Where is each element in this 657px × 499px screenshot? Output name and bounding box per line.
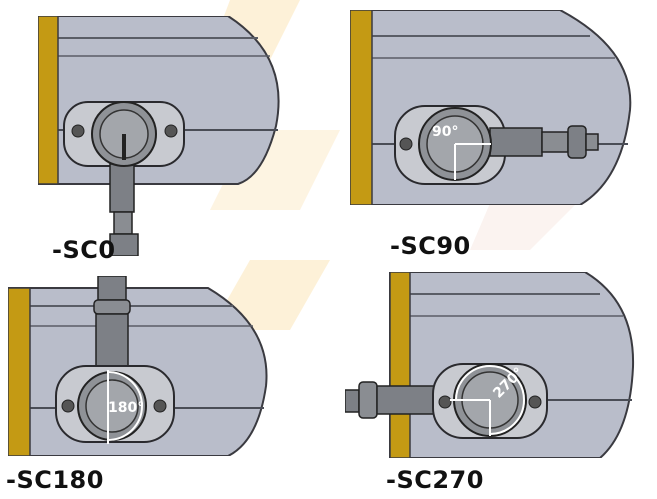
- housing-drawing-sc180: 180°: [8, 276, 268, 456]
- angle-label-sc180: 180°: [108, 400, 144, 416]
- variant-label-sc0: -SC0: [52, 236, 116, 264]
- variant-label-sc90: -SC90: [390, 232, 471, 260]
- variant-label-sc180: -SC180: [6, 466, 104, 494]
- product-view-sc0: [38, 16, 290, 256]
- product-view-sc180: 180°: [8, 276, 282, 456]
- housing-drawing-sc0: [38, 16, 280, 256]
- angle-label-sc90: 90°: [432, 124, 458, 140]
- product-view-sc90: 90°: [350, 10, 635, 205]
- housing-drawing-sc270: 270°: [345, 272, 635, 458]
- product-view-sc270: 270°: [345, 272, 635, 458]
- variant-label-sc270: -SC270: [386, 466, 484, 494]
- housing-drawing-sc90: 90°: [350, 10, 632, 205]
